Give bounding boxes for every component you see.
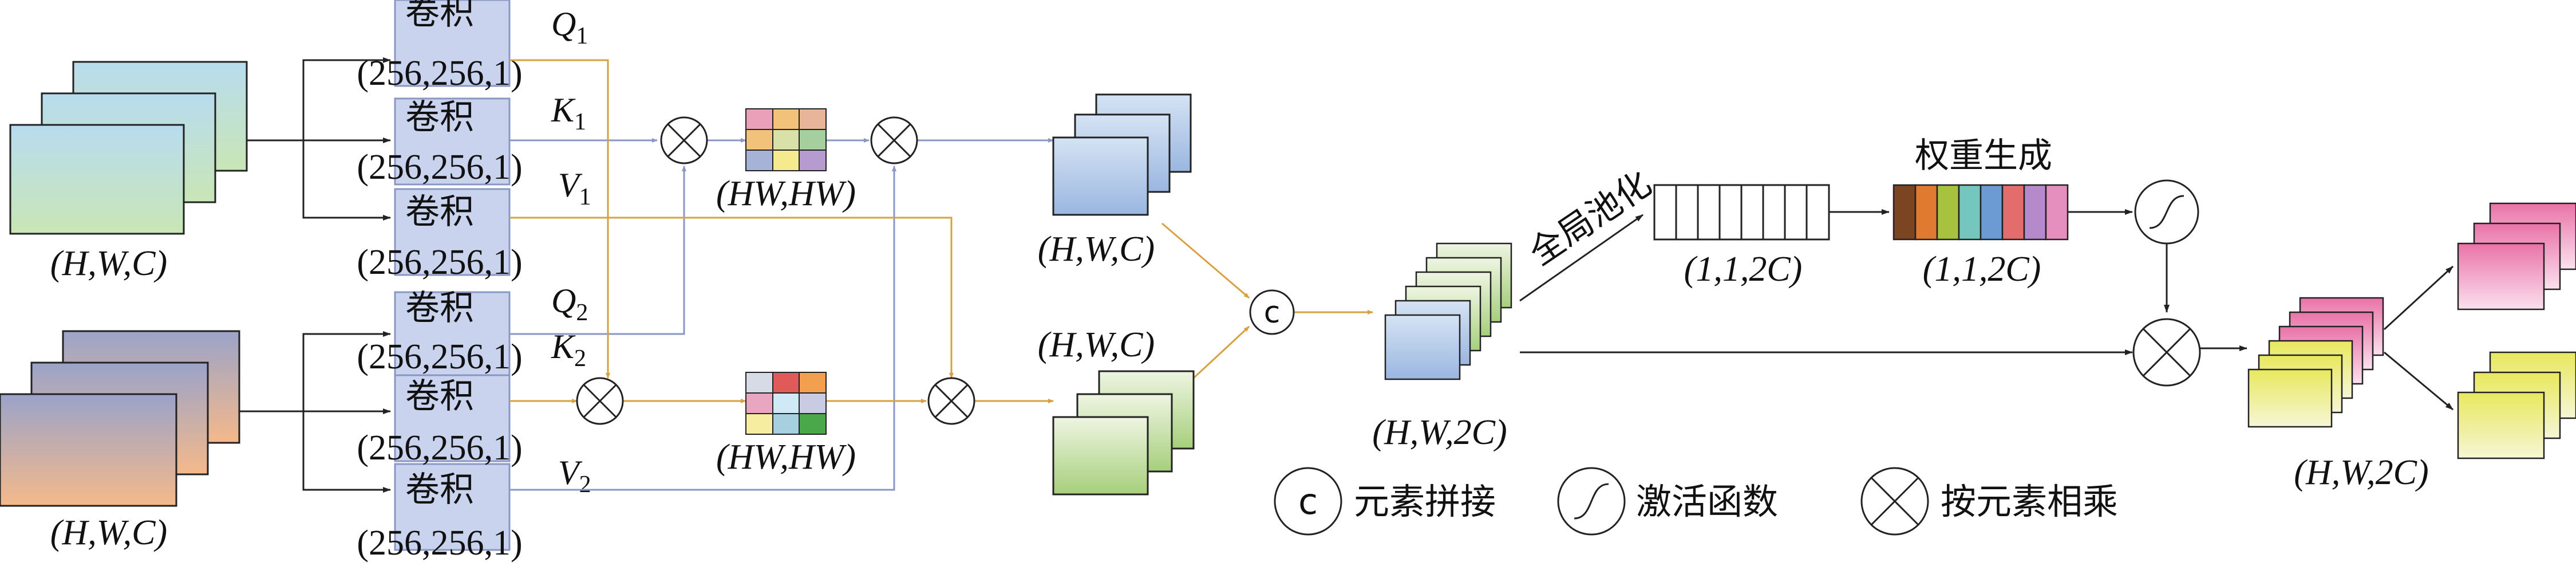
concat-feature-stack [1384, 242, 1512, 380]
legend-activation-icon [1557, 467, 1626, 536]
attention-matrix-bottom-shape: (HW,HW) [716, 438, 856, 477]
attention-matrix-bottom [745, 372, 827, 435]
svg-text:V1: V1 [558, 166, 591, 210]
qkv-labels: Q1 K1 V1 Q2 K2 V2 [551, 5, 591, 498]
conv-shape-v1: (256,256,1) [357, 243, 522, 282]
conv-labels: 卷积 (256,256,1) 卷积 (256,256,1) 卷积 (256,25… [357, 0, 522, 563]
multiply-node-qk1 [660, 116, 708, 164]
svg-text:Q1: Q1 [551, 5, 588, 49]
feature-stack-top [1052, 93, 1192, 216]
input-image-stack-bottom [0, 330, 240, 507]
input-image-stack-top [9, 61, 248, 235]
weighted-feature-stack [2247, 297, 2384, 428]
concat-node: c [1249, 289, 1295, 335]
legend-multiply-icon [1860, 467, 1929, 536]
blue-flow-lines [509, 138, 1054, 491]
output-stack-pink [2457, 202, 2576, 310]
legend-concat-icon: c [1274, 467, 1342, 536]
weight-vector [1893, 184, 2069, 241]
input-branch-lines [239, 57, 391, 493]
svg-text:V2: V2 [558, 454, 591, 498]
output-shape: (H,W,2C) [2294, 453, 2428, 492]
pooled-vector [1653, 184, 1830, 241]
multiply-node-av1 [870, 116, 918, 164]
split-arrow-bottom [2384, 351, 2453, 411]
activation-node [2134, 179, 2199, 245]
svg-text:K1: K1 [551, 91, 586, 135]
multiply-node-av2 [927, 377, 975, 425]
feature-stack-bottom [1052, 370, 1195, 496]
conv-label-k2: 卷积 [405, 376, 474, 416]
attention-matrix-top [745, 108, 827, 171]
multiply-node-weight [2132, 318, 2201, 387]
conv-label-q1: 卷积 [405, 0, 474, 33]
conv-label-v2: 卷积 [405, 470, 474, 510]
legend-concat-label: 元素拼接 [1354, 481, 1496, 522]
conv-shape-v2: (256,256,1) [357, 524, 522, 563]
legend-multiply-label: 按元素相乘 [1941, 481, 2118, 522]
attention-matrix-top-shape: (HW,HW) [716, 174, 856, 213]
input-shape-label-top: (H,W,C) [50, 244, 167, 283]
conv-blocks [394, 0, 511, 551]
svg-text:c: c [1264, 296, 1281, 330]
svg-text:Q2: Q2 [551, 282, 588, 326]
feature-shape-bottom: (H,W,C) [1038, 325, 1155, 364]
feature-shape-top: (H,W,C) [1038, 230, 1155, 269]
input-shape-label-bottom: (H,W,C) [50, 513, 167, 552]
output-stack-yellow [2457, 351, 2576, 459]
conv-shape-q1: (256,256,1) [357, 54, 522, 93]
legend: c 元素拼接 激活函数 按元素相乘 [1274, 467, 2118, 536]
pooled-vector-shape: (1,1,2C) [1684, 250, 1803, 289]
weight-gen-label: 权重生成 [1915, 136, 2052, 176]
conv-label-v1: 卷积 [405, 192, 474, 232]
global-pool-arrow [1519, 214, 1643, 302]
conv-shape-k2: (256,256,1) [357, 429, 522, 467]
concat-shape: (H,W,2C) [1372, 413, 1507, 452]
orange-flow-lines [509, 59, 1373, 403]
multiply-node-qk2 [576, 377, 624, 425]
conv-shape-q2: (256,256,1) [357, 337, 522, 376]
conv-shape-k1: (256,256,1) [357, 148, 522, 187]
split-arrow-top [2383, 265, 2454, 331]
weight-vector-shape: (1,1,2C) [1923, 250, 2041, 289]
svg-text:c: c [1298, 481, 1318, 522]
legend-activation-label: 激活函数 [1636, 481, 1778, 522]
conv-label-q2: 卷积 [405, 288, 474, 328]
conv-label-k1: 卷积 [405, 97, 474, 137]
